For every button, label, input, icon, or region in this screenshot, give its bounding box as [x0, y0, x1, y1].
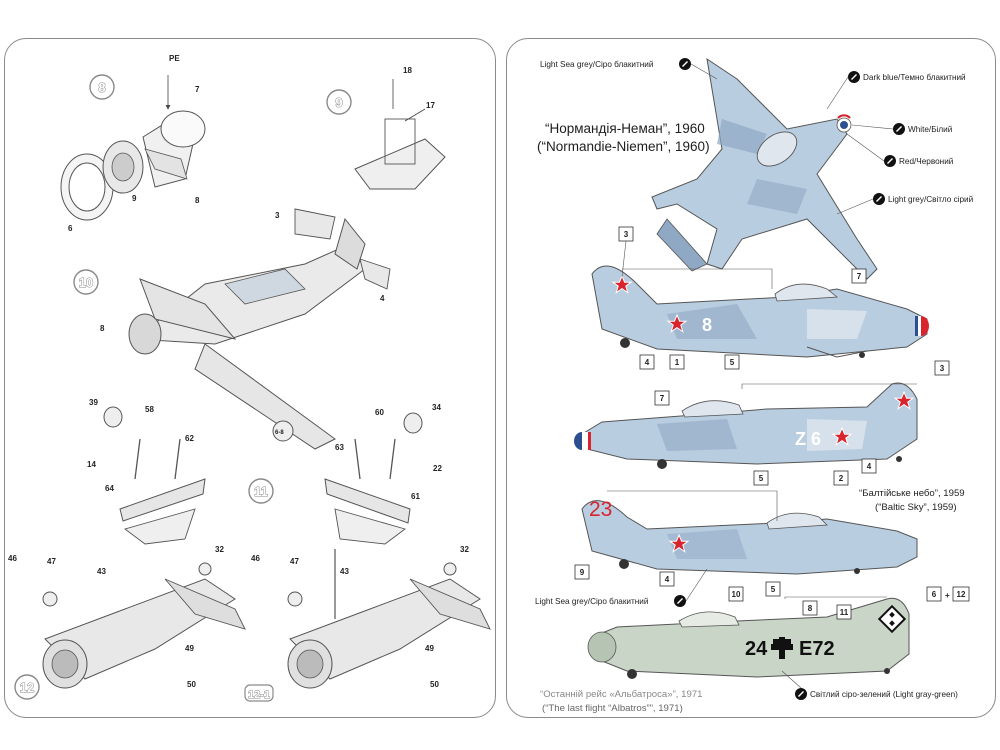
part-50b: 50 [430, 680, 439, 689]
callout-4b: 4 [867, 462, 872, 471]
title-normandie-ua: “Нормандія-Неман”, 1960 [545, 121, 705, 136]
part-58: 58 [145, 405, 154, 414]
callout-12d: 12 [957, 590, 966, 599]
part-63: 63 [335, 443, 344, 452]
step-11-drawing: 11 39 58 62 14 64 60 34 63 22 61 [87, 398, 442, 545]
label-light-gray-green: Світлий сіро-зелений (Light gray-green) [810, 690, 958, 699]
step-11-label: 11 [254, 484, 268, 499]
nose-number-1: 8 [702, 315, 712, 335]
part-7: 7 [195, 85, 200, 94]
label-light-grey: Light grey/Світло сірий [888, 195, 973, 204]
part-3-arrow: 3 [275, 211, 280, 220]
label-red: Red/Червоний [899, 157, 953, 166]
callout-2b: 2 [839, 474, 844, 483]
title-normandie-en: (“Normandie-Niemen”, 1960) [537, 139, 710, 154]
top-view-aircraft [651, 57, 878, 280]
assembly-drawings: 8 PE 7 6 9 8 9 18 17 10 3 [8, 54, 491, 702]
callout-11d: 11 [840, 608, 849, 617]
part-8: 8 [195, 196, 200, 205]
label-white: White/Білий [908, 125, 952, 134]
part-18: 18 [403, 66, 412, 75]
part-43b: 43 [340, 567, 349, 576]
title-baltic-ua: “Балтійське небо”, 1959 [859, 488, 965, 499]
part-49b: 49 [425, 644, 434, 653]
label-dark-blue: Dark blue/Темно блакитний [863, 73, 966, 82]
profile-1-callouts: 3 7 4 1 5 [618, 226, 867, 370]
part-4-arrow: 4 [380, 294, 385, 303]
code-right-e72: E72 [799, 638, 835, 660]
profile-3-callouts: 9 4 5 [574, 490, 781, 597]
callout-10d: 10 [732, 590, 741, 599]
part-62: 62 [185, 434, 194, 443]
part-pe: PE [169, 54, 180, 63]
profile-2-callouts: 7 3 5 2 4 [654, 360, 950, 486]
part-43: 43 [97, 567, 106, 576]
title-baltic-en: (“Baltic Sky”, 1959) [875, 502, 957, 513]
callout-5a: 5 [730, 358, 735, 367]
part-14: 14 [87, 460, 96, 469]
step-9-drawing: 9 18 17 [326, 66, 446, 190]
part-46: 46 [8, 554, 17, 563]
part-6: 6 [68, 224, 73, 233]
callout-8d: 8 [808, 604, 813, 613]
step-12-1-label: 12-1 [248, 689, 270, 701]
callout-plus: + [945, 591, 950, 600]
profile-23: 23 [581, 498, 918, 575]
part-64: 64 [105, 484, 114, 493]
part-9: 9 [132, 194, 137, 203]
markings-panel: Light Sea grey/Сіро блакитний Dark blue/… [506, 38, 996, 718]
part-61: 61 [411, 492, 420, 501]
callout-6d: 6 [932, 590, 937, 599]
callout-4a: 4 [645, 358, 650, 367]
title-albatros-en: (“The last flight “Albatros””, 1971) [542, 703, 683, 714]
part-39: 39 [89, 398, 98, 407]
step-10-drawing: 10 3 4 8 6-8 [73, 208, 391, 450]
part-49: 49 [185, 644, 194, 653]
label-light-sea-grey-top: Light Sea grey/Сіро блакитний [540, 60, 653, 69]
label-light-sea-grey-bottom: Light Sea grey/Сіро блакитний [535, 597, 648, 606]
callout-5b: 5 [759, 474, 764, 483]
part-50: 50 [187, 680, 196, 689]
tail-number-2: Z 6 [795, 429, 821, 449]
part-60: 60 [375, 408, 384, 417]
part-34: 34 [432, 403, 441, 412]
color-callouts-top: Light Sea grey/Сіро блакитний Dark blue/… [540, 57, 973, 215]
assembly-panel: 8 PE 7 6 9 8 9 18 17 10 3 [4, 38, 496, 718]
part-22: 22 [433, 464, 442, 473]
number-3-23: 23 [589, 498, 612, 521]
callout-4c: 4 [665, 575, 670, 584]
profile-normandie-niemen: 8 [591, 265, 929, 358]
step-10-label: 10 [79, 275, 93, 290]
step-8-drawing: 8 PE 7 6 9 8 [60, 54, 206, 233]
step-12-label: 12 [20, 680, 34, 695]
profile-albatros: 24 E72 [587, 597, 910, 679]
profile-baltic-sky: Z 6 [574, 382, 918, 469]
part-32b: 32 [460, 545, 469, 554]
part-46b: 46 [251, 554, 260, 563]
callout-7b: 7 [660, 394, 665, 403]
callout-5c: 5 [771, 585, 776, 594]
part-47: 47 [47, 557, 56, 566]
part-6-8: 6-8 [275, 430, 284, 436]
step-12-drawing: 12 46 47 43 32 49 50 [8, 545, 246, 700]
callout-9c: 9 [580, 568, 585, 577]
markings-drawings: Light Sea grey/Сіро блакитний Dark blue/… [535, 57, 973, 714]
code-left-24: 24 [745, 638, 768, 660]
part-47b: 47 [290, 557, 299, 566]
profile-4-callouts: 10 8 11 6 + 12 [728, 586, 970, 620]
title-albatros-ua: “Останній рейс «Альбатроса»”, 1971 [540, 689, 702, 700]
callout-1a: 1 [675, 358, 680, 367]
step-8-label: 8 [98, 80, 105, 95]
step-12-1-drawing: 12-1 46 47 43 32 49 50 [244, 545, 491, 702]
part-32: 32 [215, 545, 224, 554]
callout-3b: 3 [940, 364, 945, 373]
part-17: 17 [426, 101, 435, 110]
callout-3a: 3 [624, 230, 629, 239]
callout-7a: 7 [857, 272, 862, 281]
step-9-label: 9 [335, 95, 342, 110]
part-8-engine: 8 [100, 324, 105, 333]
